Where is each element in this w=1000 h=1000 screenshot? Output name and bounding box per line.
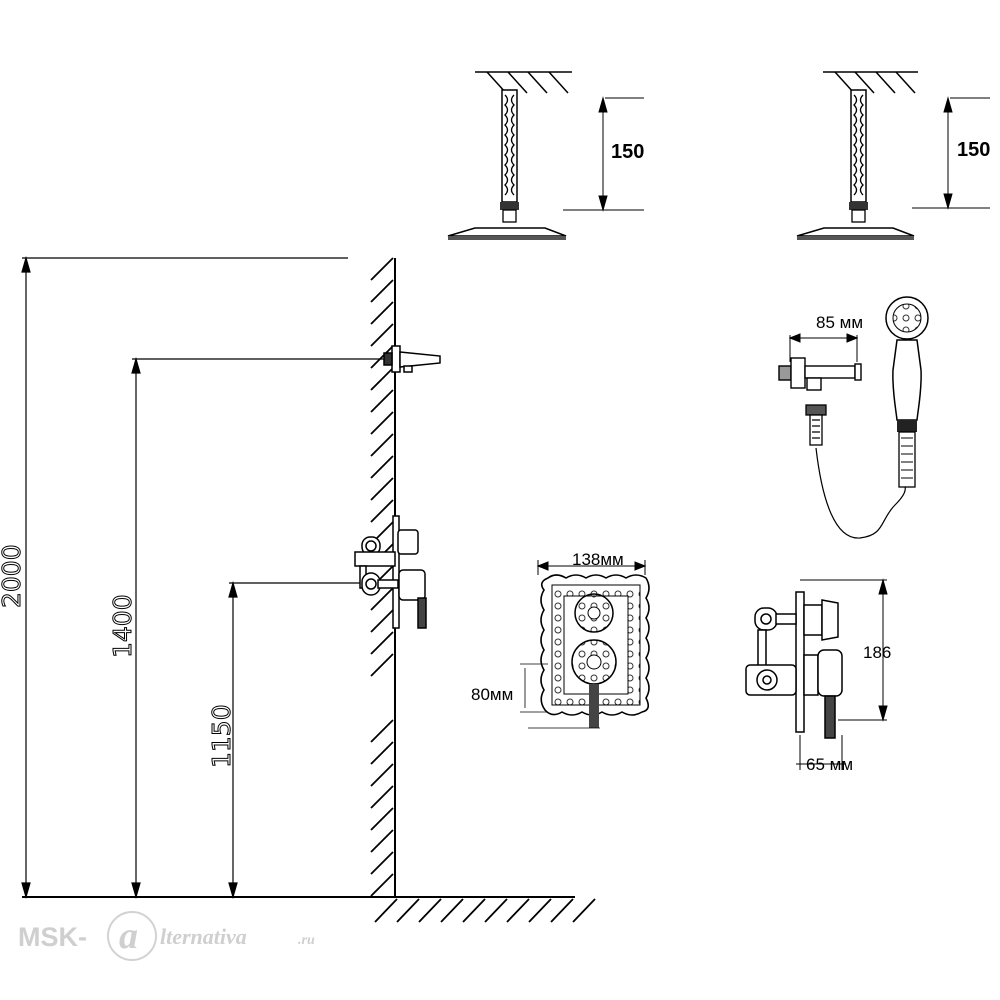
watermark-tail: lternativa — [160, 924, 247, 949]
floor — [22, 896, 596, 923]
watermark-suffix: .ru — [298, 933, 315, 948]
mixer-side-detail — [745, 578, 888, 770]
mixer-front-plate — [520, 560, 650, 729]
dimension-label-arm: 1400 — [108, 594, 137, 658]
dimension-label-total: 2000 — [0, 544, 26, 608]
dimension-label-plate-width: 138мм — [572, 550, 624, 569]
dimension-mixer — [228, 580, 365, 900]
wall-mixer-side — [354, 515, 427, 629]
watermark-brand: MSK- — [18, 922, 87, 952]
hand-shower-set — [778, 296, 929, 539]
watermark-logo-icon — [107, 911, 157, 961]
dimension-label-plate-offset: 80мм — [471, 685, 513, 704]
dimension-shower-arm — [131, 356, 385, 900]
watermark-logo-letter: a — [119, 915, 138, 957]
wall — [370, 257, 396, 897]
dimension-label-mixer-depth: 65 мм — [806, 755, 853, 774]
ceiling-shower-1 — [447, 71, 644, 240]
dimension-total-height — [21, 255, 348, 900]
dimension-label-mixer: 1150 — [207, 704, 236, 768]
dimension-label-holder: 85 мм — [816, 313, 863, 332]
ceiling-shower-2 — [796, 71, 990, 240]
dimension-label-ceiling-1: 150 — [611, 141, 644, 163]
watermark: MSK- a lternativa .ru — [18, 911, 315, 961]
wall-shower-arm — [383, 345, 441, 373]
dimension-label-mixer-height: 186 — [863, 643, 891, 662]
dimension-label-ceiling-2: 150 — [957, 139, 990, 161]
